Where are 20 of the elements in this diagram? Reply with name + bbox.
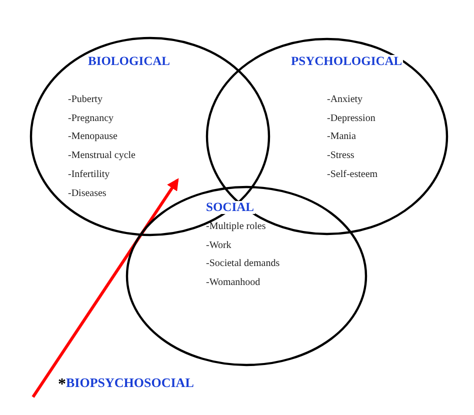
list-item: -Puberty [68, 95, 102, 105]
circle-title: BIOLOGICAL [87, 55, 171, 68]
circle-title: SOCIAL [205, 201, 255, 214]
list-item: -Menopause [68, 132, 118, 142]
list-item: -Mania [327, 132, 356, 142]
list-item: -Depression [327, 114, 376, 124]
list-item: -Multiple roles [206, 222, 266, 232]
venn-circle [126, 186, 367, 366]
arrow [32, 178, 179, 398]
list-item: -Pregnancy [68, 114, 114, 124]
list-item: -Self-esteem [327, 170, 378, 180]
list-item: -Societal demands [206, 259, 280, 270]
list-item: -Infertility [68, 170, 110, 180]
list-item: -Womanhood [206, 278, 260, 288]
list-item: -Stress [327, 151, 354, 162]
list-item: -Diseases [68, 188, 106, 198]
list-item: -Work [206, 240, 232, 251]
list-item: -Anxiety [327, 95, 363, 105]
list-item: -Menstrual cycle [68, 151, 136, 162]
circle-title: PSYCHOLOGICAL [290, 55, 404, 68]
